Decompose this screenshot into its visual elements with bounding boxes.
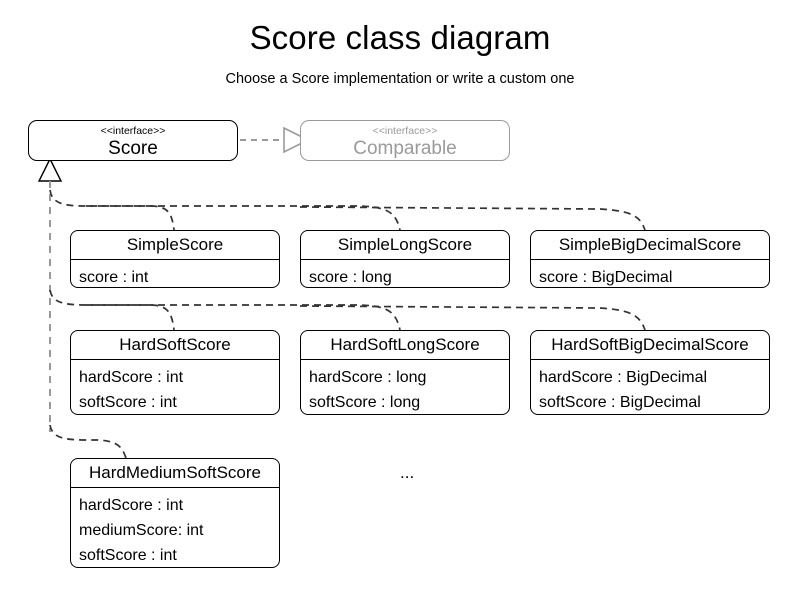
class-box-simplelongscore[interactable]: SimpleLongScore score : long [300, 230, 510, 288]
attribute: softScore : BigDecimal [539, 394, 701, 411]
attribute: hardScore : long [309, 369, 427, 386]
attribute: softScore : int [79, 547, 177, 564]
interface-name: Comparable [353, 138, 457, 159]
class-name: HardSoftLongScore [301, 331, 509, 360]
attribute: mediumScore: int [79, 522, 204, 539]
class-attributes: score : BigDecimal [531, 260, 769, 287]
class-name: SimpleScore [71, 231, 279, 260]
attribute: score : int [79, 269, 149, 286]
page-subtitle: Choose a Score implementation or write a… [225, 71, 575, 87]
class-box-simplescore[interactable]: SimpleScore score : int [70, 230, 280, 288]
attribute: softScore : long [309, 394, 421, 411]
attribute: hardScore : BigDecimal [539, 369, 708, 386]
class-attributes: hardScore : int softScore : int [71, 360, 279, 414]
class-attributes: hardScore : BigDecimal softScore : BigDe… [531, 360, 769, 414]
class-box-simplebigdecimalscore[interactable]: SimpleBigDecimalScore score : BigDecimal [530, 230, 770, 288]
interface-stereotype: <<interface>> [100, 125, 166, 137]
page-title: Score class diagram [249, 19, 551, 56]
inheritance-branches-row1 [49, 189, 646, 231]
attribute: score : long [309, 269, 392, 286]
attribute: softScore : int [79, 394, 177, 411]
attribute: hardScore : int [79, 369, 184, 386]
class-box-hardmediumsoftscore[interactable]: HardMediumSoftScore hardScore : int medi… [70, 458, 280, 568]
class-name: HardSoftScore [71, 331, 279, 360]
realization-score-comparable [240, 126, 310, 154]
class-name: HardSoftBigDecimalScore [531, 331, 769, 360]
class-box-hardsoftbigdecimalscore[interactable]: HardSoftBigDecimalScore hardScore : BigD… [530, 330, 770, 415]
class-attributes: hardScore : int mediumScore: int softSco… [71, 488, 279, 567]
attribute: score : BigDecimal [539, 269, 673, 286]
interface-stereotype: <<interface>> [372, 125, 438, 137]
attribute: hardScore : int [79, 497, 184, 514]
interface-box-comparable[interactable]: <<interface>> Comparable [300, 120, 510, 161]
more-classes-indicator: ... [400, 463, 415, 482]
interface-box-score[interactable]: <<interface>> Score [28, 120, 238, 161]
class-box-hardsoftscore[interactable]: HardSoftScore hardScore : int softScore … [70, 330, 280, 415]
generalization-arrowhead [37, 157, 63, 182]
class-attributes: hardScore : long softScore : long [301, 360, 509, 414]
class-attributes: score : long [301, 260, 509, 287]
class-box-hardsoftlongscore[interactable]: HardSoftLongScore hardScore : long softS… [300, 330, 510, 415]
class-name: HardMediumSoftScore [71, 459, 279, 488]
class-name: SimpleLongScore [301, 231, 509, 260]
class-name: SimpleBigDecimalScore [531, 231, 769, 260]
class-attributes: score : int [71, 260, 279, 287]
interface-name: Score [108, 138, 158, 159]
inheritance-branch-row3 [49, 424, 127, 459]
inheritance-branches-row2 [49, 289, 646, 331]
